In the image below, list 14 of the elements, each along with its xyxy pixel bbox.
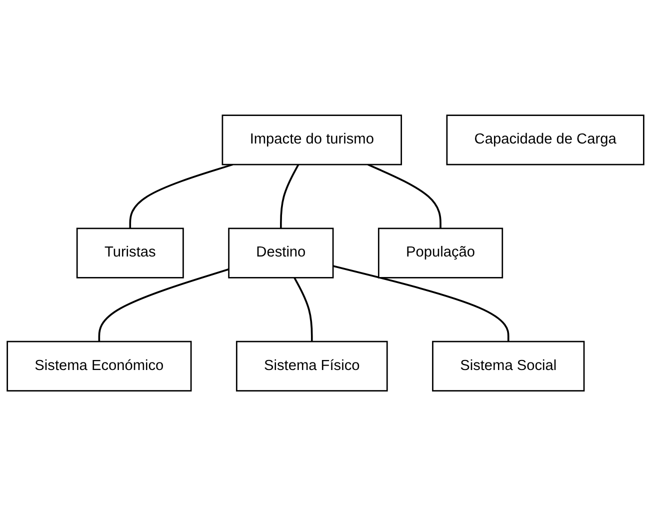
connector: [98, 268, 230, 342]
connector: [294, 277, 313, 342]
node-box: Capacidade de Carga: [446, 114, 644, 166]
connector: [368, 164, 442, 228]
node-box: Sistema Físico: [236, 340, 388, 392]
connector: [129, 164, 233, 228]
node-box: Sistema Social: [432, 340, 585, 392]
node-box: População: [378, 228, 504, 278]
connector: [332, 265, 510, 342]
connector: [280, 164, 300, 228]
node-box: Destino: [228, 228, 334, 278]
node-box: Turistas: [76, 228, 184, 278]
node-box: Sistema Económico: [6, 340, 192, 392]
node-box: Impacte do turismo: [222, 114, 402, 166]
